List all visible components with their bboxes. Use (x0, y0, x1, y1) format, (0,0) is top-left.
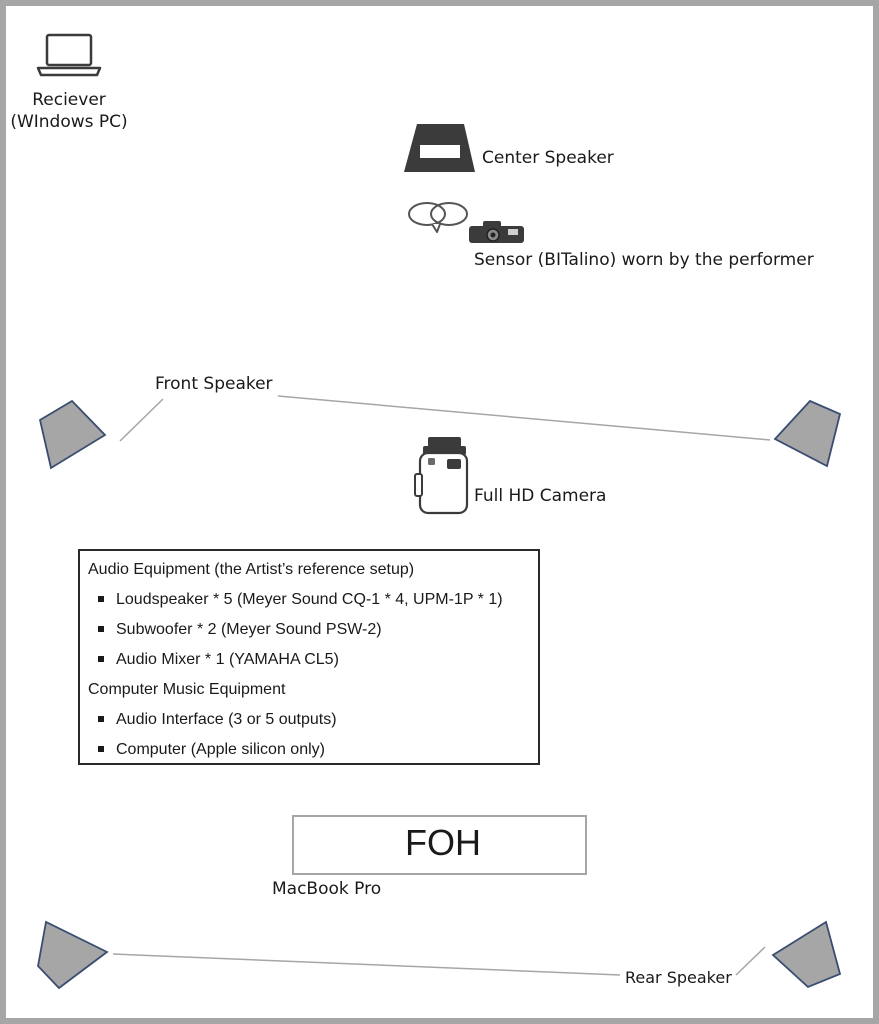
front-speaker-label: Front Speaker (155, 374, 273, 394)
list-item-text: Loudspeaker * 5 (Meyer Sound CQ-1 * 4, U… (116, 591, 503, 608)
bullet-icon (98, 625, 104, 632)
equipment-list-box: Audio Equipment (the Artist’s reference … (78, 549, 540, 765)
list-item-text: Audio Interface (3 or 5 outputs) (116, 711, 337, 728)
list-item: Loudspeaker * 5 (Meyer Sound CQ-1 * 4, U… (88, 587, 530, 617)
list-item: Audio Mixer * 1 (YAMAHA CL5) (88, 647, 530, 677)
camera-label: Full HD Camera (474, 486, 607, 506)
audio-equipment-heading: Audio Equipment (the Artist’s reference … (88, 561, 415, 578)
camera-icon (414, 437, 469, 515)
center-speaker-icon (404, 124, 475, 172)
foh-label: FOH (405, 822, 481, 863)
front-right-speaker-icon (773, 399, 842, 468)
list-item: Subwoofer * 2 (Meyer Sound PSW-2) (88, 617, 530, 647)
list-item: Audio Interface (3 or 5 outputs) (88, 707, 530, 737)
macbook-label: MacBook Pro (272, 879, 382, 899)
foh-box (292, 815, 587, 875)
receiver-laptop-icon (36, 33, 102, 77)
receiver-label: Reciever (WIndows PC) (0, 89, 138, 133)
rear-speaker-leader-left (112, 953, 621, 976)
list-item: Computer (Apple silicon only) (88, 737, 530, 767)
rear-left-speaker-icon (37, 920, 109, 990)
front-speaker-leader-right (277, 395, 771, 441)
front-speaker-leader-left (119, 398, 164, 442)
list-item-text: Subwoofer * 2 (Meyer Sound PSW-2) (116, 621, 382, 638)
bullet-icon (98, 595, 104, 602)
front-left-speaker-icon (38, 399, 107, 470)
computer-music-heading: Computer Music Equipment (88, 681, 286, 698)
bullet-icon (98, 745, 104, 752)
receiver-label-line1: Reciever (32, 90, 106, 110)
rear-speaker-leader-right (735, 946, 766, 976)
center-speaker-label: Center Speaker (482, 148, 614, 168)
list-item-text: Audio Mixer * 1 (YAMAHA CL5) (116, 651, 339, 668)
sensor-icon (408, 202, 524, 243)
receiver-label-line2: (WIndows PC) (10, 112, 128, 132)
bullet-icon (98, 655, 104, 662)
bullet-icon (98, 715, 104, 722)
rear-speaker-label: Rear Speaker (625, 968, 732, 987)
rear-right-speaker-icon (771, 920, 842, 989)
sensor-label: Sensor (BITalino) worn by the performer (474, 250, 814, 270)
list-item-text: Computer (Apple silicon only) (116, 741, 325, 758)
